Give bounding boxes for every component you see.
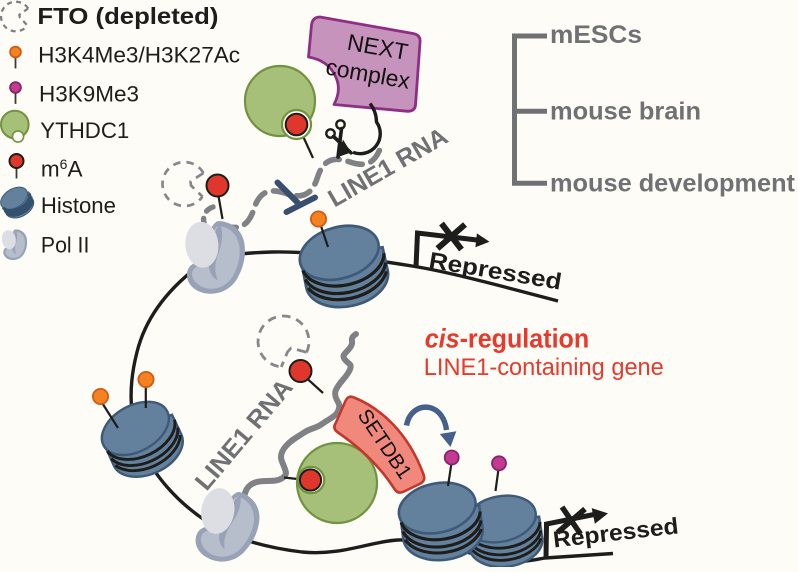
svg-text:m6A: m6A [41, 156, 83, 182]
svg-text:FTO (depleted): FTO (depleted) [37, 3, 218, 29]
svg-text:mouse development: mouse development [550, 170, 796, 198]
svg-text:mouse brain: mouse brain [550, 98, 701, 126]
svg-text:H3K4Me3/H3K27Ac: H3K4Me3/H3K27Ac [38, 43, 240, 68]
svg-text:Histone: Histone [41, 193, 116, 218]
svg-text:H3K9Me3: H3K9Me3 [39, 81, 139, 106]
svg-text:Pol II: Pol II [41, 233, 90, 258]
svg-text:mESCs: mESCs [550, 21, 642, 49]
svg-text:cis-regulation: cis-regulation [425, 324, 590, 354]
svg-text:YTHDC1: YTHDC1 [40, 118, 129, 143]
svg-text:LINE1-containing gene: LINE1-containing gene [424, 354, 664, 381]
